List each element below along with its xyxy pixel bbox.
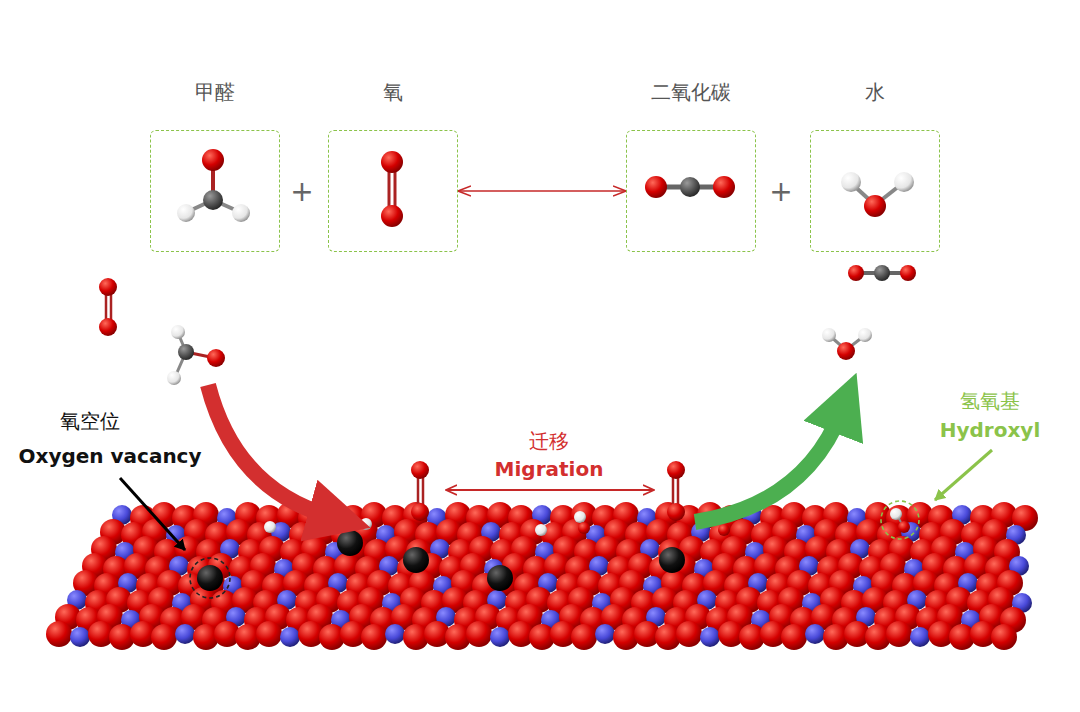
metal-atom	[175, 624, 195, 644]
molecule-box: 二氧化碳	[626, 130, 756, 252]
formaldehyde-molecule	[167, 325, 225, 385]
formaldehyde-molecule	[177, 149, 250, 222]
vacancy-leader	[120, 478, 185, 550]
oxygen-atom	[991, 624, 1017, 650]
surface-adsorbates	[264, 511, 730, 536]
metal-atom	[910, 627, 930, 647]
migration-arrow	[446, 489, 654, 491]
oxygen-atom	[676, 621, 702, 647]
callout-label: Oxygen vacancy	[18, 444, 201, 468]
vacancy-highlight	[190, 558, 230, 598]
callout-label: 氧空位	[60, 408, 120, 435]
metal-atom	[595, 624, 615, 644]
hydroxyl-group	[881, 501, 919, 539]
callout-label: Migration	[495, 457, 604, 481]
metal-atom	[280, 627, 300, 647]
molecule-box: 水	[810, 130, 940, 252]
reaction-arrow	[458, 190, 626, 192]
oxygen-atom	[46, 621, 72, 647]
plus-sign: +	[769, 175, 792, 208]
catalyst-surface	[46, 502, 1038, 650]
oxygen-atom	[256, 621, 282, 647]
metal-atom	[490, 627, 510, 647]
metal-atom	[70, 627, 90, 647]
molecule-box: 甲醛	[150, 130, 280, 252]
molecule-name: 氧	[309, 79, 477, 106]
oxygen-atom	[151, 624, 177, 650]
plus-sign: +	[290, 175, 313, 208]
oxygen-molecule	[99, 278, 117, 336]
metal-atom	[385, 624, 405, 644]
adsorption-arrow	[208, 385, 332, 517]
desorption-arrow	[695, 410, 842, 522]
oxygen-molecule	[381, 151, 403, 227]
hydroxyl-leader	[935, 450, 992, 500]
molecule-name: 甲醛	[131, 79, 299, 106]
co2-molecule	[645, 176, 735, 198]
metal-atom	[700, 627, 720, 647]
water-molecule	[822, 328, 872, 360]
molecule-box: 氧	[328, 130, 458, 252]
oxygen-vacancy-atoms	[197, 530, 685, 591]
oxygen-atom	[886, 621, 912, 647]
water-molecule	[841, 172, 914, 217]
co2-molecule	[848, 265, 916, 281]
oxygen-atom	[361, 624, 387, 650]
molecule-name: 二氧化碳	[607, 79, 775, 106]
oxygen-atom	[571, 624, 597, 650]
molecule-name: 水	[791, 79, 959, 106]
callout-label: 氢氧基	[960, 388, 1020, 415]
callout-label: Hydroxyl	[940, 418, 1041, 442]
oxygen-atom	[781, 624, 807, 650]
metal-atom	[805, 624, 825, 644]
callout-label: 迁移	[529, 428, 569, 455]
oxygen-atom	[466, 621, 492, 647]
